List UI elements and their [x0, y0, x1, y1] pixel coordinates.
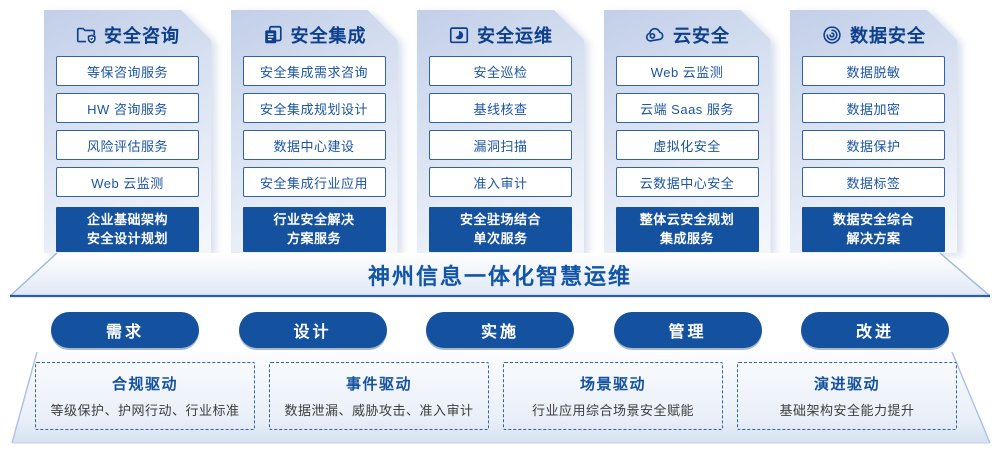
driver-box: 事件驱动 数据泄漏、威胁攻击、准入审计: [269, 362, 489, 430]
copy-docs-icon: [262, 24, 284, 46]
service-item: 准入审计: [429, 167, 572, 197]
card-header: 数据安全: [802, 22, 945, 48]
driver-description: 数据泄漏、威胁攻击、准入审计: [284, 403, 474, 418]
driver-description: 行业应用综合场景安全赋能: [531, 403, 694, 418]
service-item: 安全集成规划设计: [243, 93, 386, 123]
folder-shield-icon: [75, 24, 97, 46]
fingerprint-icon: [821, 24, 843, 46]
service-item: 数据中心建设: [243, 130, 386, 160]
card-header: 安全运维: [429, 22, 572, 48]
banner-trapezoid: [9, 252, 991, 298]
service-item: 数据加密: [802, 93, 945, 123]
service-item: 基线核查: [429, 93, 572, 123]
card-footer-solution: 数据安全综合 解决方案: [802, 207, 945, 252]
driver-box: 演进驱动 基础架构安全能力提升: [737, 362, 957, 430]
service-columns: 安全咨询 等保咨询服务 HW 咨询服务 风险评估服务 Web 云监测 企业基础架…: [44, 10, 957, 253]
phase-pill: 实施: [426, 312, 574, 348]
service-item: 安全巡检: [429, 56, 572, 86]
driver-title: 演进驱动: [813, 376, 880, 393]
service-item: 等保咨询服务: [56, 56, 199, 86]
card-header: 云安全: [616, 22, 759, 48]
driver-box: 合规驱动 等级保护、护网行动、行业标准: [35, 362, 255, 430]
service-card: 安全咨询 等保咨询服务 HW 咨询服务 风险评估服务 Web 云监测 企业基础架…: [44, 10, 211, 253]
card-header: 安全集成: [243, 22, 386, 48]
driver-title: 合规驱动: [111, 376, 178, 393]
service-item: 漏洞扫描: [429, 130, 572, 160]
card-title: 安全咨询: [104, 26, 180, 46]
phase-pill: 管理: [613, 312, 762, 348]
service-item: 云端 Saas 服务: [616, 93, 759, 123]
service-item: Web 云监测: [56, 167, 199, 197]
driver-description: 基础架构安全能力提升: [779, 403, 915, 418]
banner-title: 神州信息一体化智慧运维: [367, 264, 632, 289]
card-header: 安全咨询: [56, 22, 199, 48]
service-item: 虚拟化安全: [616, 130, 759, 160]
service-item: 云数据中心安全: [616, 167, 759, 197]
card-title: 数据安全: [850, 26, 926, 46]
cloud-icon: [644, 24, 666, 46]
service-item: Web 云监测: [616, 56, 759, 86]
card-footer-solution: 行业安全解决 方案服务: [243, 207, 386, 252]
service-card: 数据安全 数据脱敏 数据加密 数据保护 数据标签 数据安全综合 解决方案: [790, 10, 957, 253]
service-item: 数据保护: [802, 130, 945, 160]
driver-boxes: 合规驱动 等级保护、护网行动、行业标准 事件驱动 数据泄漏、威胁攻击、准入审计 …: [35, 362, 957, 430]
card-footer-solution: 整体云安全规划 集成服务: [616, 207, 759, 252]
service-item: 风险评估服务: [56, 130, 199, 160]
phase-pill: 需求: [51, 312, 199, 348]
phase-pill: 改进: [801, 312, 949, 348]
folder-chart-icon: [448, 24, 470, 46]
card-title: 云安全: [673, 26, 730, 46]
driver-title: 场景驱动: [579, 376, 646, 393]
service-item: 安全集成行业应用: [243, 167, 386, 197]
driver-description: 等级保护、护网行动、行业标准: [50, 403, 240, 418]
service-item: HW 咨询服务: [56, 93, 199, 123]
bottom-trapezoid: [11, 351, 991, 444]
card-title: 安全集成: [290, 26, 367, 46]
service-card: 安全集成 安全集成需求咨询 安全集成规划设计 数据中心建设 安全集成行业应用 行…: [231, 10, 398, 253]
service-item: 安全集成需求咨询: [243, 56, 386, 86]
phase-pill: 设计: [238, 312, 387, 348]
card-title: 安全运维: [477, 26, 553, 46]
service-item: 数据标签: [802, 167, 945, 197]
phase-pills: 需求 设计 实施 管理 改进: [51, 312, 949, 348]
service-item: 数据脱敏: [802, 56, 945, 86]
card-footer-solution: 安全驻场结合 单次服务: [429, 207, 572, 252]
driver-title: 事件驱动: [345, 376, 412, 393]
card-footer-solution: 企业基础架构 安全设计规划: [56, 207, 199, 252]
service-card: 安全运维 安全巡检 基线核查 漏洞扫描 准入审计 安全驻场结合 单次服务: [417, 10, 584, 253]
driver-box: 场景驱动 行业应用综合场景安全赋能: [503, 362, 723, 430]
service-card: 云安全 Web 云监测 云端 Saas 服务 虚拟化安全 云数据中心安全 整体云…: [604, 10, 771, 253]
